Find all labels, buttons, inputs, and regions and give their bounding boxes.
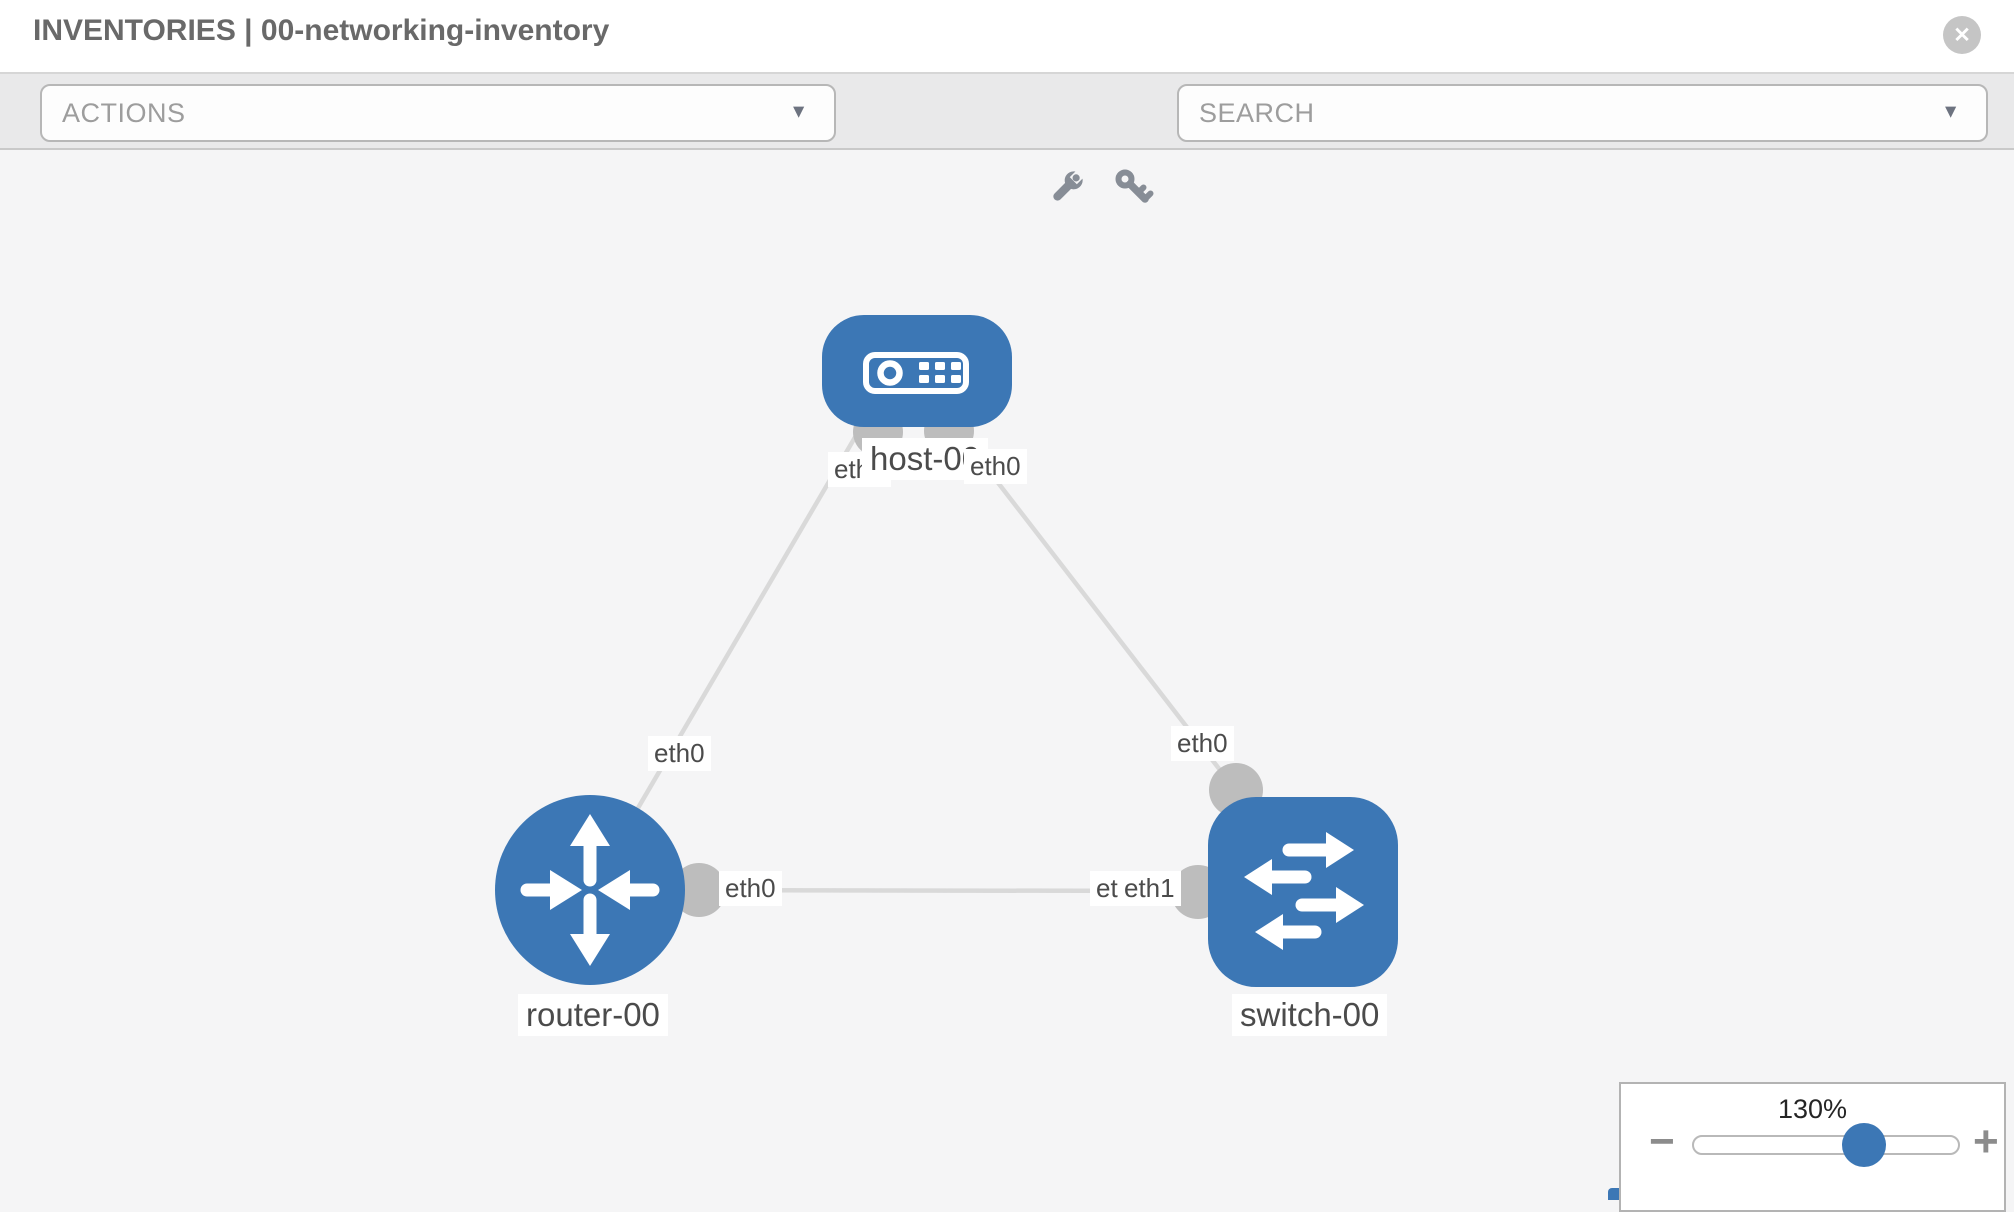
toolbar: ACTIONS ▼ SEARCH ▼ <box>0 74 2014 203</box>
zoom-out-button[interactable]: − <box>1649 1117 1675 1166</box>
node-label-switch-00: switch-00 <box>1232 994 1388 1036</box>
node-switch-00[interactable] <box>1208 797 1398 987</box>
topology-canvas[interactable]: eth0 host-00 eth0 eth0 eth0 eth0 eth0 et… <box>0 150 2014 1200</box>
key-icon[interactable] <box>1112 167 1156 211</box>
node-label-router-00: router-00 <box>518 994 668 1036</box>
node-host-00[interactable] <box>822 315 1012 427</box>
eth-label-host-switch-mid: eth0 <box>1171 726 1234 761</box>
zoom-slider-track[interactable] <box>1692 1135 1960 1155</box>
router-icon <box>520 814 660 966</box>
eth-label-switch-port: eth1 <box>1118 871 1181 906</box>
topology-svg <box>495 315 1398 987</box>
chevron-down-icon: ▼ <box>1941 101 1960 123</box>
node-router-00[interactable] <box>495 795 685 985</box>
actions-dropdown-label: ACTIONS <box>62 97 186 128</box>
port-router-eth0 <box>672 863 726 917</box>
eth-label-host-right: eth0 <box>964 449 1027 484</box>
search-dropdown[interactable]: SEARCH ▼ <box>1177 84 1988 142</box>
actions-dropdown[interactable]: ACTIONS ▼ <box>40 84 836 142</box>
zoom-panel: 130% − + <box>1619 1082 2006 1212</box>
zoom-level: 130% <box>1777 1094 1848 1124</box>
page-title: INVENTORIES | 00-networking-inventory <box>33 14 610 47</box>
eth-label-router-host-mid: eth0 <box>648 736 711 771</box>
close-button[interactable]: ✕ <box>1943 16 1981 54</box>
zoom-slider-handle[interactable] <box>1842 1123 1886 1167</box>
wrench-icon[interactable] <box>1047 167 1089 209</box>
header: INVENTORIES | 00-networking-inventory ✕ <box>0 0 2014 74</box>
zoom-in-button[interactable]: + <box>1973 1117 1999 1166</box>
close-icon: ✕ <box>1953 23 1971 47</box>
host-icon <box>863 352 969 394</box>
search-dropdown-label: SEARCH <box>1199 97 1315 128</box>
switch-icon <box>1244 832 1364 950</box>
chevron-down-icon: ▼ <box>789 101 808 123</box>
eth-label-router-port: eth0 <box>719 871 782 906</box>
